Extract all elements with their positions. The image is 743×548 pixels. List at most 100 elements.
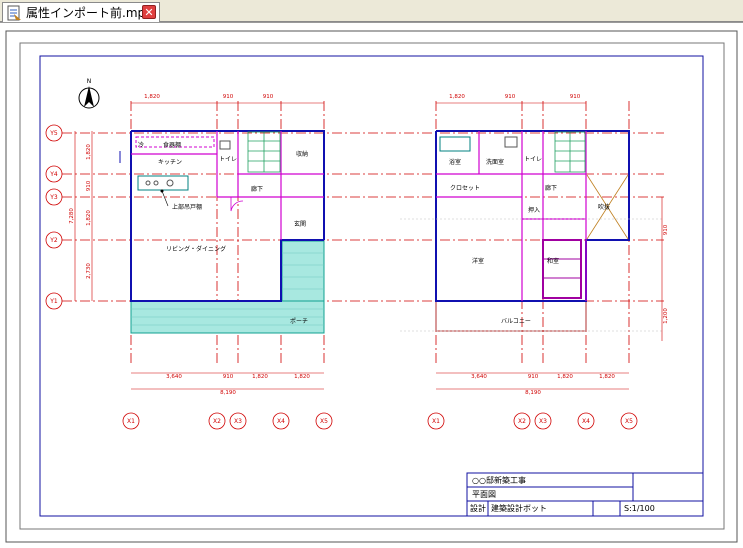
grid-label-x2-left: X2	[213, 418, 221, 425]
plan2-dimension-lines	[436, 102, 663, 390]
entrance-label: 玄関	[294, 220, 306, 228]
plan2-top-dim-3: 910	[570, 94, 581, 100]
plan2-stairs	[554, 131, 586, 173]
kitchen-label: キッチン	[158, 159, 182, 166]
scale-label: S:1/100	[624, 504, 655, 513]
grid-label-y4: Y4	[49, 171, 58, 178]
grid-bubble-x2-left	[208, 412, 226, 430]
grid-bubble-x1-right	[427, 412, 445, 430]
grid-label-y3: Y3	[49, 194, 58, 201]
plan1-hall-label: 廊下	[251, 185, 263, 193]
plan2-top-dim-1: 1,820	[449, 94, 465, 100]
sheet-outer-border	[5, 30, 738, 543]
grid-label-y2: Y2	[49, 237, 58, 244]
plan1-top-dim-2: 910	[223, 94, 234, 100]
grid-label-x3-right: X3	[539, 418, 547, 425]
grid-bubble-x4-right	[577, 412, 595, 430]
plan2-inner-walls	[436, 131, 587, 301]
plan1-left-dim-3: 1,820	[86, 210, 92, 226]
plan1-top-dim-3: 910	[263, 94, 274, 100]
document-tab[interactable]: 属性インポート前.mps ✕	[2, 2, 160, 22]
grid-bubble-y5	[45, 124, 63, 142]
bathtub	[439, 136, 471, 152]
tab-bar: 属性インポート前.mps ✕	[0, 0, 743, 22]
grid-bubble-x5-left	[315, 412, 333, 430]
plan2-right-dim-1: 910	[663, 224, 669, 235]
grid-bubble-x5-right	[620, 412, 638, 430]
drawing-frame	[39, 55, 704, 517]
bath-label: 浴室	[449, 158, 461, 166]
drawing-canvas[interactable]: N Y5 Y4 Y3 Y2 Y1	[0, 22, 743, 548]
storage-mark: 冷	[138, 141, 144, 149]
grid-bubble-x4-left	[272, 412, 290, 430]
plan1-closet-label: 収納	[296, 150, 308, 158]
tab-title: 属性インポート前.mps	[26, 6, 152, 20]
plan1-stairs	[247, 131, 281, 173]
close-icon[interactable]: ✕	[142, 5, 156, 19]
void-label: 吹抜	[598, 203, 610, 211]
grid-bubble-y2	[45, 231, 63, 249]
grid-label-x4-left: X4	[277, 418, 285, 425]
grid-label-x2-right: X2	[518, 418, 526, 425]
plan2-bottom-dim-4: 1,820	[599, 374, 615, 380]
grid-label-x4-right: X4	[582, 418, 590, 425]
north-arrow: N	[78, 78, 100, 109]
plan1-bottom-dim-3: 1,820	[252, 374, 268, 380]
living-dining-label: リビング・ダイニング	[166, 245, 226, 253]
grid-bubble-x3-left	[229, 412, 247, 430]
grid-bubble-y1	[45, 292, 63, 310]
plan2-right-dim-2: 1,200	[663, 308, 669, 324]
plan1-left-total: 7,280	[69, 208, 75, 224]
plan2-bottom-dim-1: 3,640	[471, 374, 487, 380]
balcony-outline	[435, 300, 587, 332]
japanese-room-label: 和室	[547, 257, 559, 265]
oshiire-label: 押入	[528, 206, 540, 214]
designer-name: 建築設計ボット	[491, 503, 547, 513]
pantry-label: 食器棚	[163, 141, 181, 149]
grid-bubble-y4	[45, 165, 63, 183]
north-label: N	[87, 78, 92, 85]
grid-label-y1: Y1	[49, 298, 58, 305]
plan2-bottom-total: 8,190	[525, 390, 541, 396]
plan2-closet-label: クロセット	[450, 185, 480, 192]
balcony-label: バルコニー	[501, 318, 531, 325]
grid-label-x3-left: X3	[234, 418, 242, 425]
grid-label-x1-left: X1	[127, 418, 135, 425]
wash-basin	[504, 136, 518, 148]
grid-label-x5-left: X5	[320, 418, 328, 425]
grid-bubble-x3-right	[534, 412, 552, 430]
design-label: 設計	[470, 503, 486, 513]
grid-label-x5-right: X5	[625, 418, 633, 425]
plan1-bottom-dim-1: 3,640	[166, 374, 182, 380]
plan2-toilet-label: トイレ	[524, 156, 542, 163]
pantry-shelf	[135, 136, 215, 148]
plan1-top-dim-1: 1,820	[144, 94, 160, 100]
grid-label-y5: Y5	[49, 130, 58, 137]
drawing-name: 平面図	[472, 490, 496, 499]
entrance-porch-hatch	[281, 240, 325, 302]
western-room-label: 洋室	[472, 257, 484, 265]
void-cross	[586, 174, 629, 240]
grid-bubble-x2-right	[513, 412, 531, 430]
plan1-inner-walls	[131, 131, 324, 240]
plan1-bottom-total: 8,190	[220, 390, 236, 396]
plan1-bottom-dim-2: 910	[223, 374, 234, 380]
plan1-dimension-lines	[74, 102, 324, 390]
plan1-bottom-dim-4: 1,820	[294, 374, 310, 380]
plan1-left-dim-4: 2,730	[86, 263, 92, 279]
plan2-top-dim-2: 910	[505, 94, 516, 100]
wash-room-label: 洗面室	[486, 158, 504, 166]
title-block: ○○邸新築工事 平面図 設計 建築設計ボット S:1/100	[466, 472, 704, 517]
document-icon	[7, 5, 21, 20]
grid-bubble-x1-left	[122, 412, 140, 430]
grid-label-x1-right: X1	[432, 418, 440, 425]
sheet-mid-border	[19, 42, 725, 530]
plan1-toilet-fixture	[219, 140, 231, 150]
grid-bubble-y3	[45, 188, 63, 206]
plan1-left-dim-2: 910	[86, 180, 92, 191]
plan1-left-dim-1: 1,820	[86, 144, 92, 160]
project-name: ○○邸新築工事	[472, 475, 526, 485]
plan1-outer-walls	[130, 130, 325, 302]
porch-label: ポーチ	[290, 317, 308, 325]
plan2-hall-label: 廊下	[545, 184, 557, 192]
